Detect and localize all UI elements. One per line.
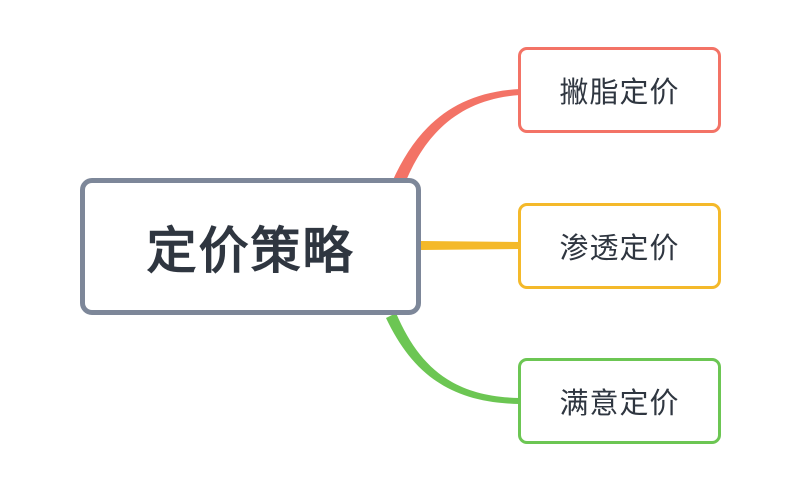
branch-connector-2 [421, 241, 520, 250]
branch-node-label: 满意定价 [559, 386, 680, 420]
branch-connector-3 [386, 313, 520, 404]
branch-node-skimming-pricing[interactable]: 撇脂定价 [518, 47, 721, 133]
branch-node-satisfaction-pricing[interactable]: 满意定价 [518, 358, 721, 444]
root-topic-label: 定价策略 [146, 221, 355, 280]
root-topic[interactable]: 定价策略 [80, 178, 421, 315]
branch-node-penetration-pricing[interactable]: 渗透定价 [518, 203, 721, 289]
branch-node-label: 撇脂定价 [559, 75, 680, 109]
branch-node-label: 渗透定价 [559, 231, 680, 265]
branch-connector-1 [392, 89, 520, 186]
